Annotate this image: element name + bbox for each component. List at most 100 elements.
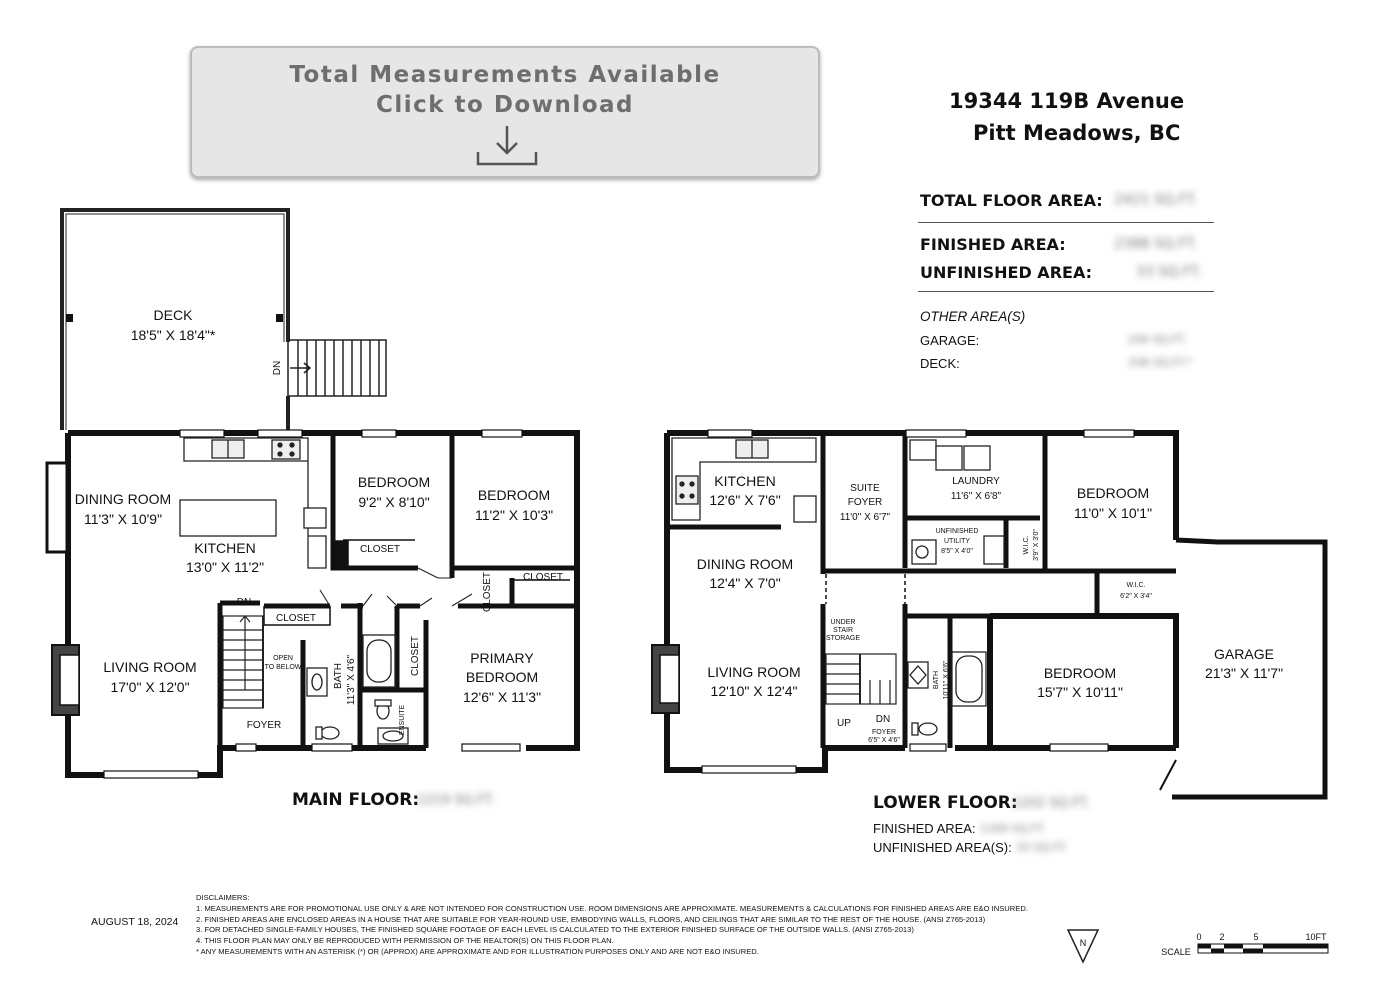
lower-thin-walls	[825, 470, 1172, 615]
main-floor-plan	[45, 208, 580, 779]
foyer-dimensions: 6'5" X 4'6"	[868, 737, 900, 744]
under-stair-storage-label: UNDER	[831, 619, 856, 626]
deck-label: DECK	[154, 307, 194, 323]
kitchen-fixtures	[179, 437, 327, 569]
lower-unfinished-label: UNFINISHED AREA(S):	[873, 840, 1012, 855]
deck-dimensions: 18'5" X 18'4"*	[131, 327, 216, 343]
unfinished-area-label: UNFINISHED AREA:	[920, 263, 1093, 282]
disclaimer-line: 3. FOR DETACHED SINGLE-FAMILY HOUSES, TH…	[196, 925, 914, 935]
down-label: DN	[876, 714, 890, 725]
kitchen-dimensions: 12'6" X 7'6"	[709, 492, 780, 508]
lower-room-labels: KITCHEN 12'6" X 7'6" SUITE FOYER 11'0" X…	[697, 473, 1283, 744]
total-floor-area-label: TOTAL FLOOR AREA:	[920, 191, 1103, 210]
suite-foyer-label: FOYER	[848, 497, 882, 508]
bedroom-dimensions: 11'0" X 10'1"	[1074, 505, 1152, 521]
main-room-labels: DECK 18'5" X 18'4"* DINING ROOM 11'3" X …	[75, 307, 563, 735]
closet-label: CLOSET	[482, 572, 493, 612]
main-floor-area: 1219 SQ.FT.	[417, 793, 495, 808]
lower-exterior-walls	[664, 430, 1179, 773]
foyer-label: FOYER	[247, 720, 281, 731]
down-label: DN	[237, 597, 251, 608]
deck-area-label: DECK:	[920, 356, 960, 371]
closet-label: CLOSET	[410, 636, 421, 676]
disclaimers: DISCLAIMERS: 1. MEASUREMENTS ARE FOR PRO…	[196, 893, 1028, 958]
scale-tick: 10FT	[1305, 932, 1327, 942]
primary-bedroom-label: PRIMARY	[470, 650, 534, 666]
divider	[918, 222, 1214, 223]
lower-finished-label: FINISHED AREA:	[873, 821, 976, 836]
bedroom-label: BEDROOM	[1077, 485, 1149, 501]
garage-dimensions: 21'3" X 11'7"	[1205, 665, 1283, 681]
living-room-label: LIVING ROOM	[103, 659, 196, 675]
download-icon	[476, 126, 538, 166]
closet-label: CLOSET	[360, 544, 400, 555]
other-areas-label: OTHER AREA(S)	[920, 309, 1026, 324]
fireplace	[651, 644, 680, 714]
suite-foyer-dimensions: 11'0" X 6'7"	[840, 512, 891, 523]
north-label: N	[1080, 938, 1087, 948]
under-stair-storage-label: STAIR	[833, 627, 853, 634]
scale-label: SCALE	[1161, 947, 1191, 957]
address-street: 19344 119B Avenue	[949, 89, 1185, 113]
under-stair-storage-label: STORAGE	[826, 635, 860, 642]
bath-label: BATH	[933, 671, 940, 689]
lower-bath-fixtures	[907, 651, 987, 736]
disclaimer-line: 4. THIS FLOOR PLAN MAY ONLY BE REPRODUCE…	[196, 936, 614, 946]
lower-stairs	[825, 653, 897, 705]
fireplace	[51, 644, 80, 716]
foyer-label: FOYER	[872, 729, 896, 736]
finished-area-label: FINISHED AREA:	[920, 235, 1066, 254]
disclaimer-title: DISCLAIMERS:	[196, 893, 250, 902]
bedroom-label: BEDROOM	[478, 487, 550, 503]
main-bath-fixtures	[306, 634, 409, 745]
lower-interior-walls	[670, 433, 1176, 748]
address-city: Pitt Meadows, BC	[973, 121, 1181, 145]
lower-floor-label: LOWER FLOOR:	[873, 793, 1018, 813]
total-floor-area-value: 2421 SQ.FT.	[1114, 192, 1198, 208]
wic-dimensions: 3'9" X 3'0"	[1033, 529, 1040, 561]
lower-unfinished-value: 33 SQ.FT.	[1016, 841, 1068, 854]
kitchen-label: KITCHEN	[714, 473, 775, 489]
bedroom-label: BEDROOM	[1044, 665, 1116, 681]
disclaimer-line: 1. MEASUREMENTS ARE FOR PROMOTIONAL USE …	[196, 903, 1028, 913]
deck-area-value: 338 SQ.FT.*	[1128, 356, 1193, 369]
lower-finished-value: 1169 SQ.FT.	[980, 822, 1046, 835]
scale-tick: 5	[1253, 932, 1258, 942]
garage-area-value: 246 SQ.FT.	[1128, 333, 1187, 346]
finished-area-value: 2388 SQ.FT.	[1114, 236, 1198, 252]
laundry-label: LAUNDRY	[952, 476, 1000, 487]
plan-date: AUGUST 18, 2024	[91, 916, 179, 928]
living-room-dimensions: 17'0" X 12'0"	[110, 679, 189, 695]
bay-window	[45, 461, 69, 554]
utility-label: UTILITY	[944, 538, 970, 545]
main-stairs	[222, 615, 264, 709]
wic-label: W.I.C.	[1126, 582, 1145, 589]
dining-room-dimensions: 11'3" X 10'9"	[84, 511, 162, 527]
garage-outline	[1159, 537, 1328, 800]
main-windows	[103, 429, 523, 779]
primary-bedroom-dimensions: 12'6" X 11'3"	[463, 689, 541, 705]
disclaimer-line: 2. FINISHED AREAS ARE ENCLOSED AREAS IN …	[196, 914, 986, 924]
living-room-label: LIVING ROOM	[707, 664, 800, 680]
dining-room-label: DINING ROOM	[75, 491, 171, 507]
primary-bedroom-label: BEDROOM	[466, 669, 538, 685]
garage-label: GARAGE	[1214, 646, 1274, 662]
download-banner[interactable]: Total Measurements Available Click to Do…	[190, 46, 820, 178]
main-floor-label: MAIN FLOOR:	[292, 790, 420, 810]
ensuite-label: ENSUITE	[399, 705, 406, 736]
open-to-below-label: TO BELOW	[265, 664, 302, 671]
dining-room-label: DINING ROOM	[697, 556, 793, 572]
scale-tick: 2	[1219, 932, 1224, 942]
wic-label: W.I.C.	[1023, 535, 1030, 554]
utility-dimensions: 8'5" X 4'0"	[941, 548, 973, 555]
dining-room-dimensions: 12'4" X 7'0"	[709, 575, 780, 591]
main-thin-walls	[263, 539, 570, 626]
unfinished-area-value: 33 SQ.FT.	[1136, 264, 1202, 280]
bath-dimensions: 10'11" X 6'6"	[943, 660, 950, 700]
kitchen-label: KITCHEN	[194, 540, 255, 556]
lower-floor-plan	[651, 429, 1328, 800]
living-room-dimensions: 12'10" X 12'4"	[711, 683, 798, 699]
wic-dimensions: 6'2" X 3'4"	[1120, 593, 1152, 600]
deck-stairs	[287, 339, 387, 397]
